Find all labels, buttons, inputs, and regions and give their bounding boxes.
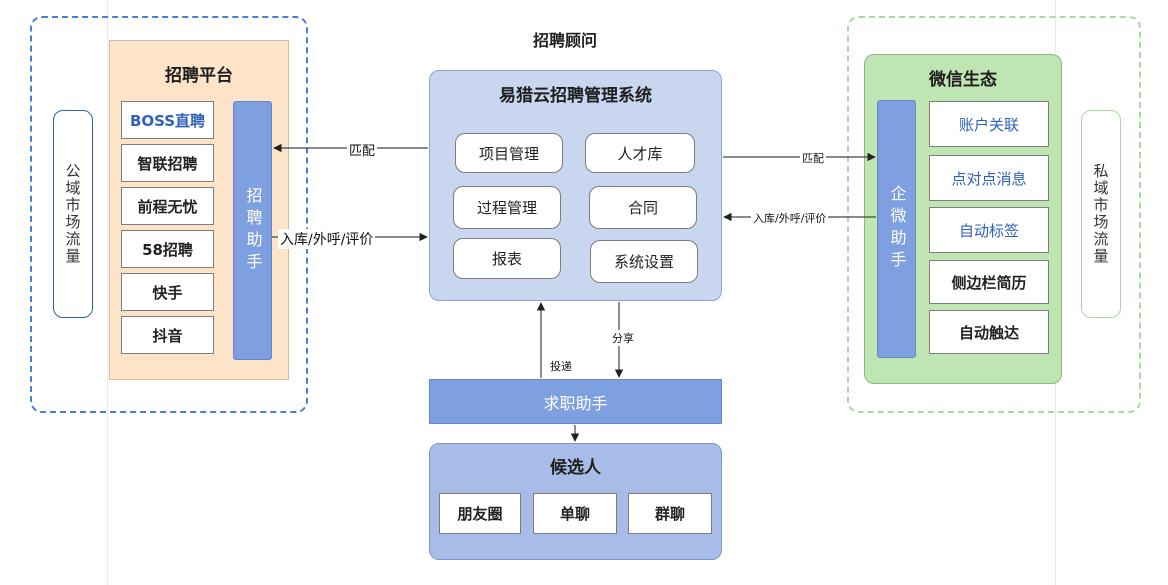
system-item-project[interactable]: 项目管理 [455,133,563,173]
share-label: 分享 [610,330,636,346]
job-seeker-assistant[interactable]: 求职助手 [429,379,722,424]
platform-item-boss[interactable]: BOSS直聘 [121,101,214,139]
ingest-left-label: 入库/外呼/评价 [278,229,376,249]
platform-item-kuaishou[interactable]: 快手 [121,273,214,311]
wechat-item-auto-tag[interactable]: 自动标签 [929,207,1049,253]
match-left-label: 匹配 [347,140,378,159]
wechat-item-account-link[interactable]: 账户关联 [929,101,1049,147]
wechat-item-sidebar-resume[interactable]: 侧边栏简历 [929,260,1049,304]
wechat-ecosystem-title: 微信生态 [929,69,997,90]
platform-item-51job[interactable]: 前程无忧 [121,187,214,225]
platform-item-douyin[interactable]: 抖音 [121,316,214,354]
match-right-label: 匹配 [800,150,826,166]
candidate-channel-moments[interactable]: 朋友圈 [439,493,521,534]
candidate-channel-group-chat[interactable]: 群聊 [628,493,712,534]
platform-item-58[interactable]: 58招聘 [121,230,214,268]
recruitment-system-title: 易猎云招聘管理系统 [499,85,652,106]
private-domain-region [847,16,1141,413]
platform-item-zhilian[interactable]: 智联招聘 [121,144,214,182]
system-item-contract[interactable]: 合同 [589,186,697,229]
system-item-talent-pool[interactable]: 人才库 [585,133,695,173]
private-traffic-label: 私域市场流量 [1081,110,1121,318]
recruiting-assistant[interactable]: 招聘助手 [233,101,272,360]
candidates-title: 候选人 [550,457,601,478]
recruiting-advisor-label: 招聘顾问 [532,31,597,50]
guide-line [107,0,108,585]
system-item-report[interactable]: 报表 [453,238,561,279]
deliver-label: 投递 [548,358,574,374]
public-traffic-label: 公域市场流量 [53,110,93,318]
ingest-right-label: 入库/外呼/评价 [751,210,829,226]
wechat-item-auto-reach[interactable]: 自动触达 [929,310,1049,354]
wechat-item-p2p-message[interactable]: 点对点消息 [929,155,1049,201]
candidate-channel-direct-chat[interactable]: 单聊 [533,493,617,534]
system-item-settings[interactable]: 系统设置 [590,240,698,283]
system-item-process[interactable]: 过程管理 [453,186,561,229]
recruiting-platform-title: 招聘平台 [165,65,233,86]
public-domain-region [30,16,308,413]
wework-assistant[interactable]: 企微助手 [877,100,916,358]
